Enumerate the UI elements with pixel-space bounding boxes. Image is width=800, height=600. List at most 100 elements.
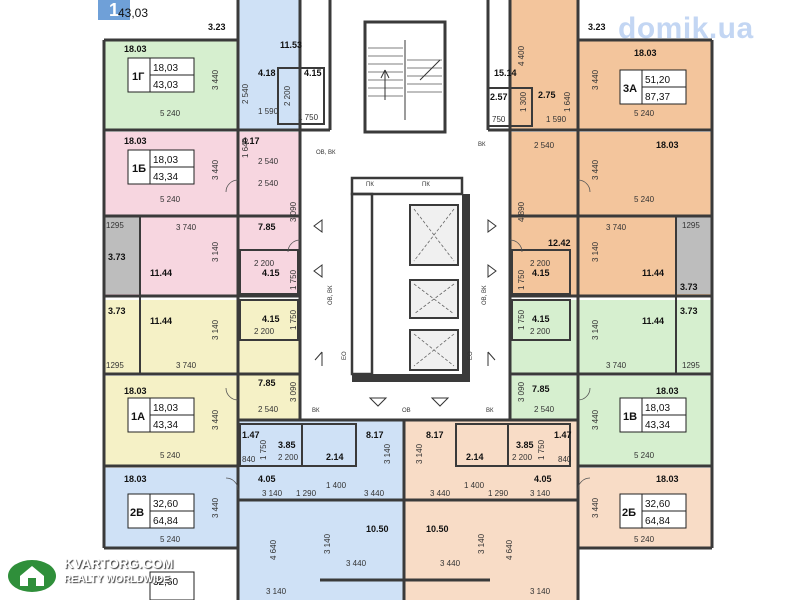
dim-1295-right-a: 1295: [682, 221, 700, 230]
dim-1295-right-b: 1295: [682, 361, 700, 370]
dimensions: 5 240 5 240 5 240 5 240 5 240 5 240 5 24…: [106, 45, 700, 596]
area-3-73-left-b: 3.73: [108, 306, 126, 316]
dim-1750-bath-right: 1 750: [537, 439, 546, 460]
label-vk-top: ВК: [478, 142, 486, 148]
dim-2200-l-a: 2 200: [254, 259, 275, 268]
dim-5240-1a: 5 240: [160, 451, 181, 460]
area-2-14-left: 2.14: [326, 452, 344, 462]
apartment-living-2b: 32,60: [645, 499, 670, 510]
dim-3740-left-b: 3 740: [176, 361, 197, 370]
dim-3140-mid-c: 3 140: [323, 533, 332, 554]
elevator-shaft-1: [409, 204, 459, 266]
room-area-3a: 18.03: [634, 48, 657, 58]
fill-yellow-corridor: [238, 300, 300, 420]
area-10-50-right: 10.50: [426, 524, 449, 534]
dim-1290-left: 1 290: [296, 489, 317, 498]
area-3-23-left: 3.23: [208, 22, 226, 32]
dim-3090-left-b: 3 090: [289, 381, 298, 402]
apartment-box-1a: 1А 18,03 43,34: [127, 397, 195, 433]
area-11-53: 11.53: [280, 40, 302, 50]
dim-5240-right: 5 240: [634, 195, 655, 204]
kvartorg-name: KVARTORG.COM: [64, 556, 174, 571]
dim-3140-left-a: 3 140: [211, 241, 220, 262]
dim-2540-d: 2 540: [534, 141, 555, 150]
dim-2540-e: 2 540: [534, 405, 555, 414]
apartment-code-1b: 1Б: [132, 163, 146, 175]
dim-2200-top: 2 200: [283, 85, 292, 106]
area-10-50-left: 10.50: [366, 524, 389, 534]
apartment-box-partial: 32,60: [149, 571, 195, 600]
dim-3140-mid-b: 3 140: [415, 443, 424, 464]
core: [300, 0, 510, 420]
dim-1750-l-b: 1 750: [289, 309, 298, 330]
area-4-15-top: 4.15: [304, 68, 322, 78]
dim-3140-bottom-left: 3 140: [262, 489, 283, 498]
balcony-left-1: [104, 216, 140, 294]
dim-3440-right: 3 440: [591, 159, 600, 180]
dim-1290-right: 1 290: [488, 489, 509, 498]
area-11-44-right-a: 11.44: [642, 268, 664, 278]
dim-1750-top: 1 750: [298, 113, 319, 122]
dim-5240-1g: 5 240: [160, 109, 181, 118]
dim-3440-2v: 3 440: [211, 497, 220, 518]
apartment-total-2b: 64,84: [645, 516, 670, 527]
section-number-badge: 1: [98, 0, 130, 20]
apartment-living-partial: 32,60: [153, 577, 178, 588]
area-11-44-right-b: 11.44: [642, 316, 664, 326]
area-3-73-left-a: 3.73: [108, 252, 126, 262]
area-4-17: 4.17: [242, 136, 260, 146]
dim-5240-2v: 5 240: [160, 535, 181, 544]
area-7-85-left-b: 7.85: [258, 378, 276, 388]
apartment-total-1g: 43,03: [153, 80, 178, 91]
dim-1400-left: 1 400: [326, 481, 347, 490]
area-4-15-left-b: 4.15: [262, 314, 280, 324]
apartment-total-1v: 43,34: [645, 420, 670, 431]
area-1-47-right: 1.47: [554, 430, 572, 440]
dim-3440-3a: 3 440: [591, 69, 600, 90]
apartment-code-1g: 1Г: [132, 71, 145, 83]
dim-3440-1a: 3 440: [211, 409, 220, 430]
dim-3440-1b: 3 440: [211, 159, 220, 180]
dim-1750-l-a: 1 750: [289, 269, 298, 290]
balcony-right-1: [676, 216, 712, 294]
dim-1295-left-b: 1295: [106, 361, 124, 370]
apartment-code-1a: 1А: [131, 411, 145, 423]
dim-3140-mid-a: 3 140: [383, 443, 392, 464]
label-vk-bottom-left: ВК: [312, 408, 320, 414]
area-3-23-right: 3.23: [588, 22, 606, 32]
area-11-44-left-b: 11.44: [150, 316, 172, 326]
label-ov-vk-right: ОВ, ВК: [482, 285, 488, 305]
area-3-73-right-a: 3.73: [680, 282, 698, 292]
stair-steps: [368, 47, 442, 97]
dim-3140-bottom-right: 3 140: [530, 489, 551, 498]
dim-3140-foot-right: 3 140: [530, 587, 551, 596]
dim-2540-b: 2 540: [258, 179, 279, 188]
dim-3440-1v: 3 440: [591, 409, 600, 430]
apartment-total-3a: 87,37: [645, 92, 670, 103]
area-8-17-left: 8.17: [366, 430, 384, 440]
area-12-42: 12.42: [548, 238, 571, 248]
dim-3140-right-b: 3 140: [591, 319, 600, 340]
dim-3440-bottom-a: 3 440: [364, 489, 385, 498]
fill-blue-lower: [238, 420, 404, 600]
dim-3440-bottom-b: 3 440: [430, 489, 451, 498]
dim-3740-left-a: 3 740: [176, 223, 197, 232]
label-vk-bottom-right: ВК: [486, 408, 494, 414]
dim-3740-right-a: 3 740: [606, 223, 627, 232]
dim-5240-1v: 5 240: [634, 451, 655, 460]
area-7-85-left-a: 7.85: [258, 222, 276, 232]
area-4-05-right: 4.05: [534, 474, 552, 484]
dim-1295-left-a: 1295: [106, 221, 124, 230]
dim-2540-c: 2 540: [258, 405, 279, 414]
label-ov-bottom: ОВ: [402, 408, 411, 414]
room-area-1a: 18.03: [124, 386, 147, 396]
kvartorg-watermark: KVARTORG.COM REALTY WORLDWIDE: [4, 552, 194, 596]
dim-4640-left: 4 640: [269, 539, 278, 560]
domik-watermark: domik.ua: [618, 12, 754, 45]
dim-1640-left: 1 640: [241, 137, 250, 158]
area-7-85-right: 7.85: [532, 384, 550, 394]
dim-5240-2b: 5 240: [634, 535, 655, 544]
dim-3440-2b: 3 440: [591, 497, 600, 518]
info-boxes: 1Г 18,03 43,03 1Б 18,03 43,34 1А 18,03 4…: [127, 57, 687, 600]
